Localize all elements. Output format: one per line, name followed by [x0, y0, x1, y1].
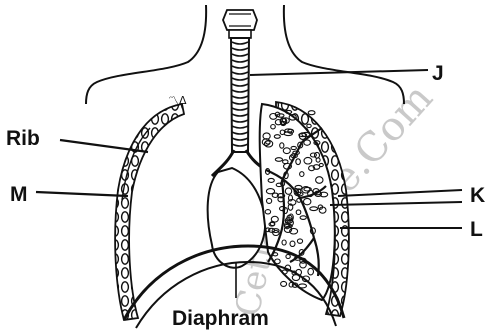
- pointer-m: [36, 192, 128, 196]
- trachea: [231, 38, 249, 152]
- label-m: M: [10, 183, 28, 206]
- alveolus: [281, 281, 287, 286]
- label-diaphragm: Diaphram: [172, 307, 269, 330]
- label-l: L: [470, 218, 483, 241]
- label-k: K: [470, 184, 485, 207]
- neck-shoulder-outline: [86, 5, 206, 104]
- label-j: J: [432, 62, 444, 85]
- larynx: [223, 10, 257, 38]
- neck-shoulder-outline-right: [284, 5, 404, 104]
- rib-cage-left: [115, 104, 184, 320]
- rib-tag-scribble: 〽ᐃ: [168, 94, 187, 107]
- pointer-k-lower: [330, 202, 462, 205]
- alveolus: [308, 111, 315, 115]
- label-rib: Rib: [6, 127, 40, 150]
